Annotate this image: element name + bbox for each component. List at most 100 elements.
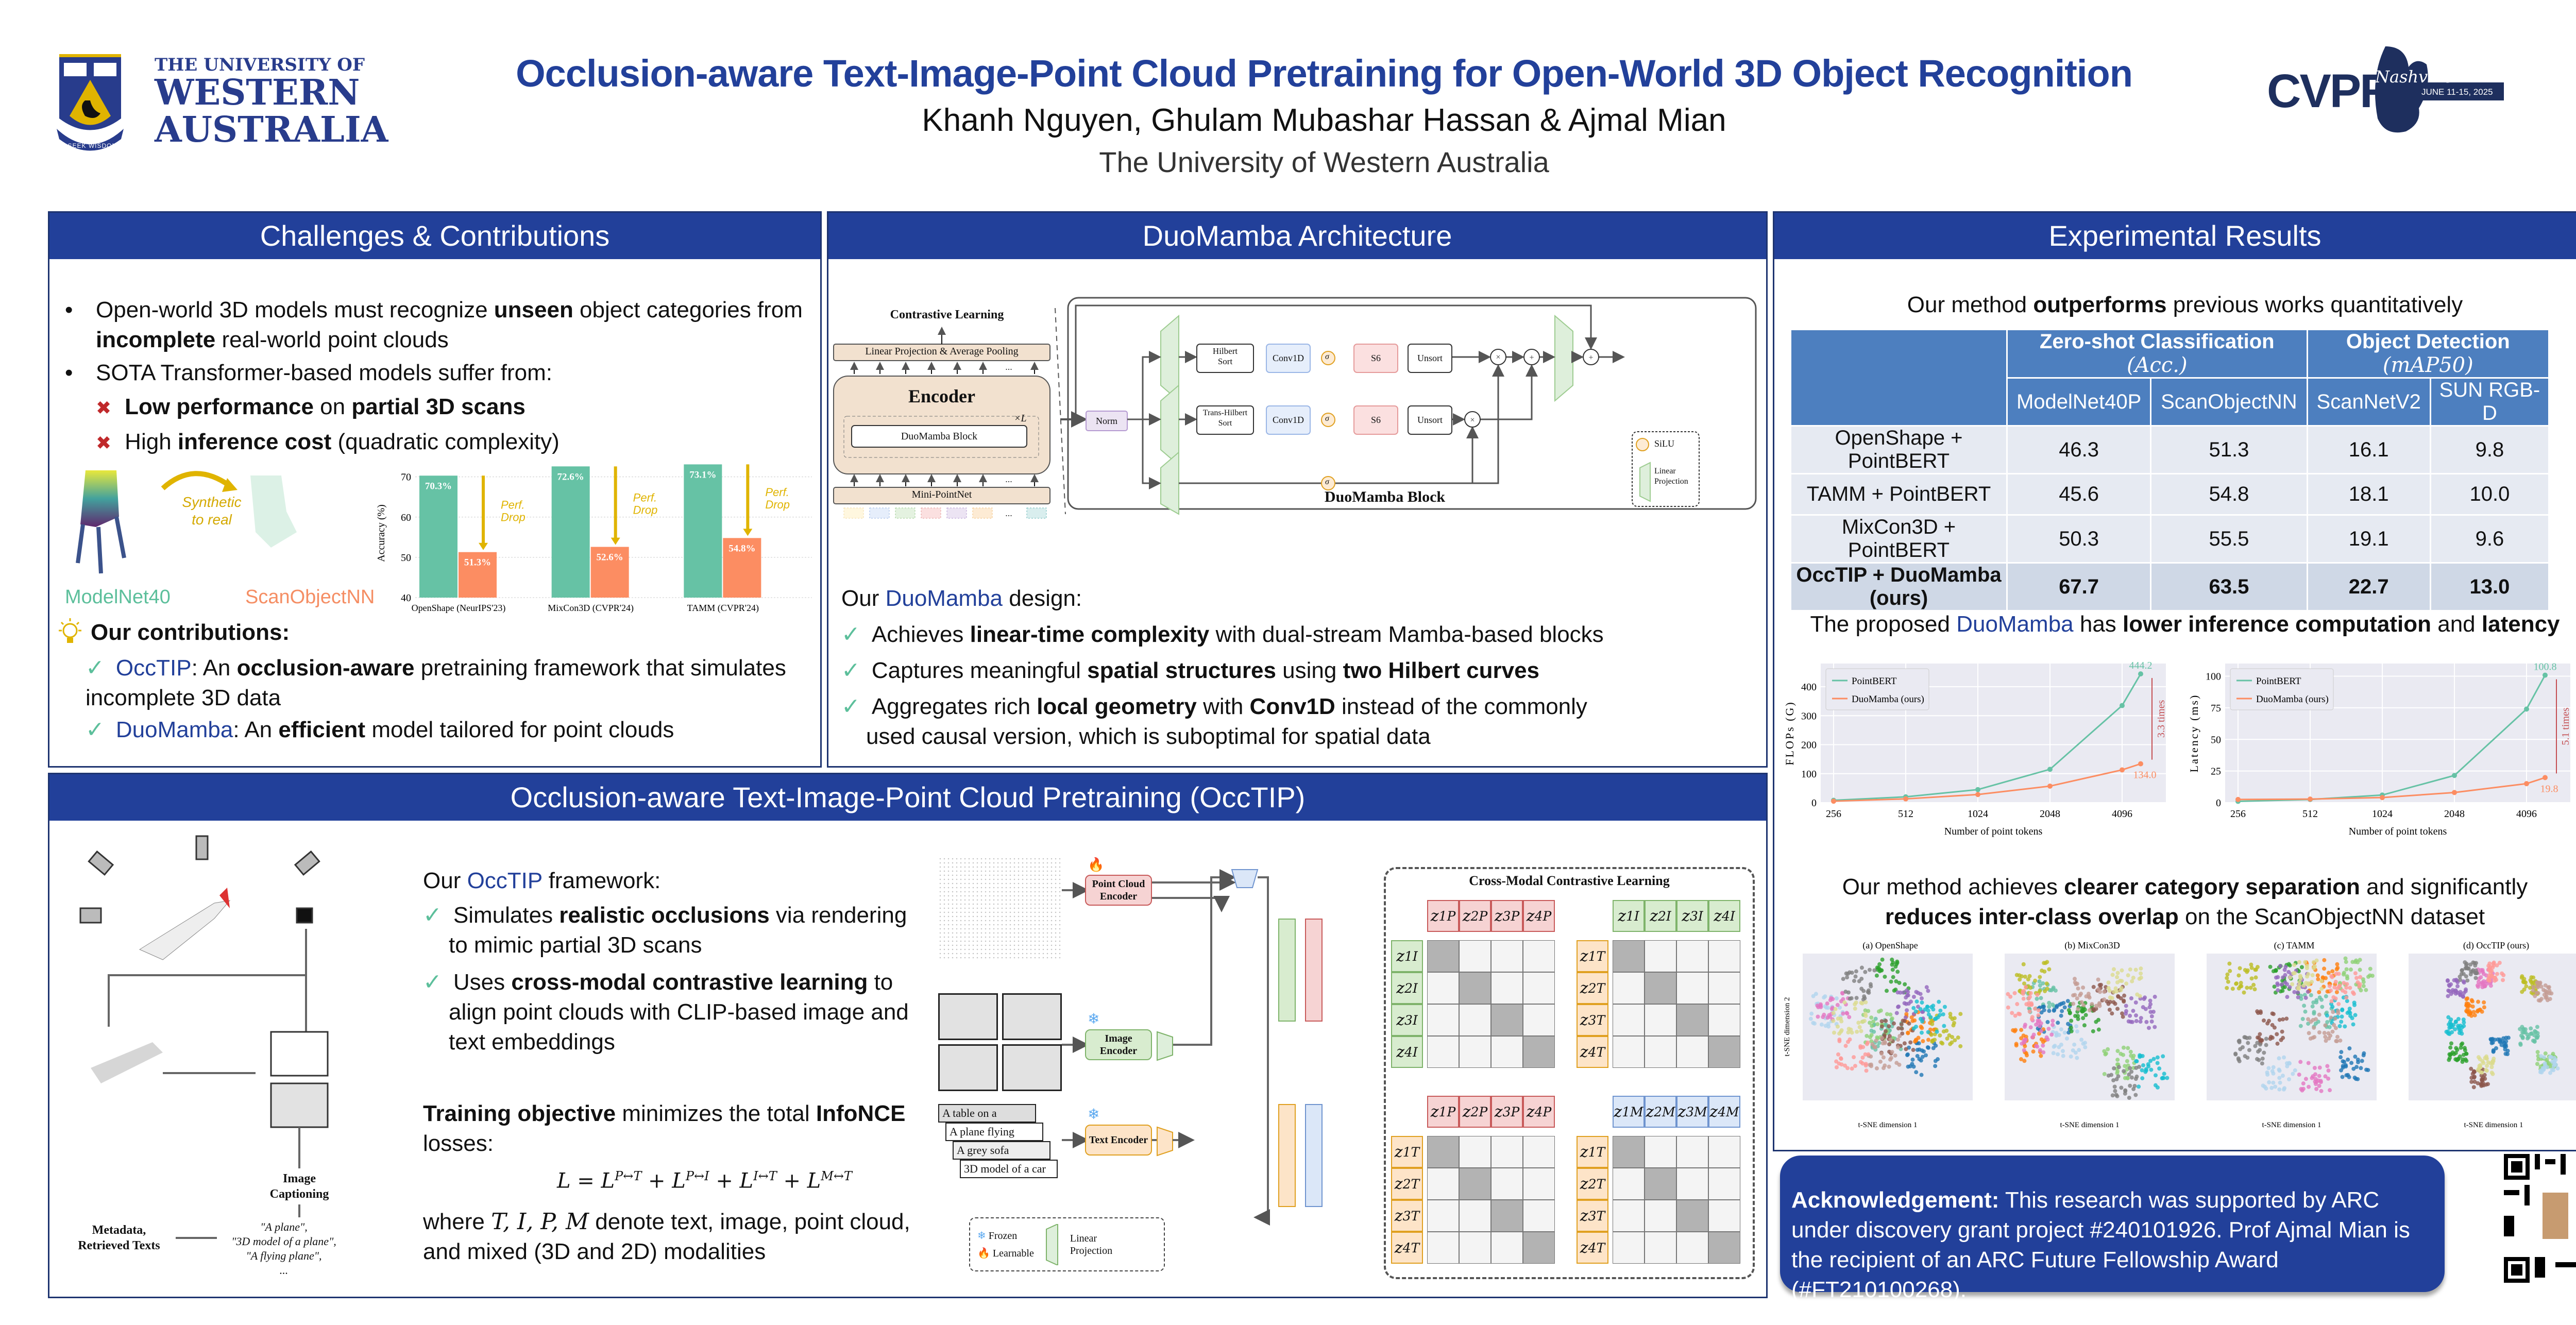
text-encoder: Text Encoder: [1085, 1125, 1152, 1156]
value-cell: 46.3: [2006, 425, 2152, 474]
tsne-point: [1911, 1006, 1916, 1010]
bar-modelnet40: [419, 475, 457, 598]
tsne-point: [1890, 1016, 1894, 1021]
image-captioning-label: Image Captioning: [269, 1172, 329, 1201]
tsne-point: [2069, 1054, 2073, 1059]
tsne-point: [2138, 1054, 2143, 1058]
tsne-point: [2106, 986, 2111, 990]
cvpr-text: CVPR: [2267, 65, 2394, 117]
x-tick-label: 1024: [2372, 808, 2393, 820]
tsne-point: [2277, 1087, 2282, 1092]
similarity-cell: [1676, 940, 1708, 972]
value-cell: 50.3: [2006, 514, 2152, 564]
affiliation: The University of Western Australia: [1099, 146, 1549, 178]
tsne-point: [2144, 1020, 2149, 1024]
tsne-point: [1951, 1023, 1956, 1028]
tsne-point: [2550, 1067, 2554, 1072]
tsne-point: [2015, 1002, 2020, 1007]
tsne-point: [2364, 1067, 2369, 1072]
tsne-point: [2495, 963, 2499, 967]
similarity-cell: [1427, 972, 1459, 1004]
tsne-point: [1938, 1033, 1942, 1038]
tsne-point: [2506, 1035, 2511, 1040]
tsne-point: [1845, 972, 1850, 976]
modelnet-label: ModelNet40: [65, 586, 171, 608]
tsne-point: [2162, 1072, 2166, 1076]
tsne-point: [2035, 996, 2039, 1001]
tsne-point: [2336, 984, 2341, 989]
tsne-point: [1832, 1030, 1836, 1035]
tsne-point: [2251, 982, 2256, 987]
similarity-cell: [1613, 940, 1645, 972]
issue-low-performance: ✖Low performance on partial 3D scans: [96, 394, 526, 419]
tsne-point: [1905, 1053, 1909, 1058]
tsne-point: [1834, 996, 1839, 1000]
tsne-point: [2044, 1035, 2049, 1040]
tsne-point: [1902, 1018, 1907, 1023]
tsne-point: [2022, 1025, 2027, 1029]
tsne-point: [2297, 1073, 2301, 1077]
tsne-point: [2489, 1071, 2494, 1075]
tsne-point: [2037, 979, 2042, 984]
unsort-label-2: Unsort: [1417, 415, 1443, 425]
similarity-cell: [1645, 940, 1676, 972]
value-cell: 54.8: [2150, 473, 2308, 516]
tsne-point: [1874, 973, 1879, 978]
tsne-point: [2325, 1020, 2330, 1025]
tsne-point: [2448, 1045, 2453, 1050]
tsne-point: [2019, 1028, 2024, 1032]
tsne-point: [2149, 1067, 2154, 1072]
partial-pointcloud: [91, 1042, 163, 1083]
data-point: [2452, 790, 2457, 795]
tsne-point: [2325, 1013, 2329, 1018]
tsne-point: [2242, 1035, 2247, 1040]
tsne-point: [1933, 1064, 1938, 1068]
tsne-point: [2075, 981, 2080, 986]
tsne-point: [2131, 1009, 2136, 1013]
tsne-point: [2526, 1035, 2531, 1040]
data-point: [2235, 796, 2241, 802]
legend-linear-projection: Linear Projection: [1070, 1232, 1113, 1256]
tsne-point: [1896, 1005, 1901, 1009]
trans-hilbert-sort-label: Trans-Hilbert Sort: [1202, 409, 1248, 428]
value-cell: 22.7: [2306, 562, 2431, 611]
cross-icon: ✖: [96, 432, 112, 453]
tsne-point: [1948, 1042, 1953, 1046]
similarity-cell: [1459, 1136, 1491, 1168]
tsne-point: [2238, 1047, 2243, 1051]
tsne-point: [2260, 1056, 2265, 1061]
tsne-point: [2531, 980, 2536, 984]
tsne-point: [2476, 984, 2481, 989]
tsne-point: [1903, 1015, 1908, 1020]
tsne-point: [2106, 980, 2111, 985]
drop-arrow-head: [611, 537, 620, 545]
results-panel: Experimental Results Our method outperfo…: [1773, 211, 2576, 1151]
value-cell: 63.5: [2150, 562, 2308, 611]
tsne-point: [2471, 960, 2476, 965]
tsne-point: [2292, 990, 2297, 994]
tsne-point: [2478, 1070, 2483, 1075]
tsne-point: [1929, 1032, 1934, 1037]
tsne-point: [2069, 1018, 2074, 1023]
tsne-point: [1868, 982, 1873, 987]
tsne-point: [1926, 1030, 1930, 1034]
tsne-point: [2301, 1081, 2306, 1086]
tsne-point: [1919, 1073, 1924, 1077]
similarity-cell: [1459, 1232, 1491, 1264]
tsne-point: [1871, 1019, 1876, 1024]
tsne-point: [1854, 969, 1858, 974]
challenges-panel: Challenges & Contributions • Open-world …: [48, 211, 822, 768]
tsne-point: [1879, 968, 1884, 973]
tsne-point: [2287, 985, 2292, 990]
cvpr-script: Nashville: [2375, 67, 2453, 87]
tsne-point: [2354, 1065, 2359, 1069]
tsne-point: [2115, 1049, 2120, 1054]
tsne-point: [1904, 1047, 1908, 1051]
qr-code-icon[interactable]: [2504, 1154, 2576, 1283]
tsne-point: [1834, 1065, 1839, 1069]
tsne-point: [2520, 990, 2524, 994]
